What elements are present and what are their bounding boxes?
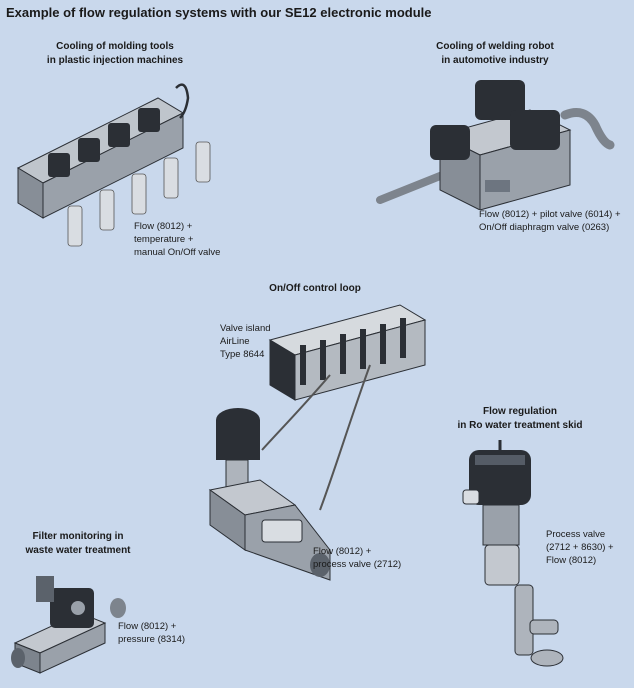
filter-heading: Filter monitoring in waste water treatme… xyxy=(25,531,131,556)
welding-caption: Flow (8012) + pilot valve (6014) + On/Of… xyxy=(479,209,621,233)
control-loop-caption: Flow (8012) + process valve (2712) xyxy=(313,546,402,570)
valve-island-label: Valve island AirLine Type 8644 xyxy=(220,323,271,360)
filter-caption: Flow (8012) + pressure (8314) xyxy=(118,621,186,645)
molding-heading: Cooling of molding tools in plastic inje… xyxy=(46,41,184,66)
ro-heading: Flow regulation in Ro water treatment sk… xyxy=(457,406,583,431)
molding-manifold-illustration xyxy=(16,83,211,247)
control-loop-illustration xyxy=(208,304,427,581)
ro-process-valve-illustration xyxy=(462,440,564,667)
welding-robot-valve-illustration xyxy=(376,80,615,210)
welding-heading: Cooling of welding robot in automotive i… xyxy=(436,41,554,66)
filter-monitoring-illustration xyxy=(11,576,126,674)
molding-caption: Flow (8012) + temperature + manual On/Of… xyxy=(134,221,221,258)
control-loop-heading: On/Off control loop xyxy=(269,283,361,294)
ro-caption: Process valve (2712 + 8630) + Flow (8012… xyxy=(546,529,614,566)
page-title: Example of flow regulation systems with … xyxy=(6,5,432,20)
